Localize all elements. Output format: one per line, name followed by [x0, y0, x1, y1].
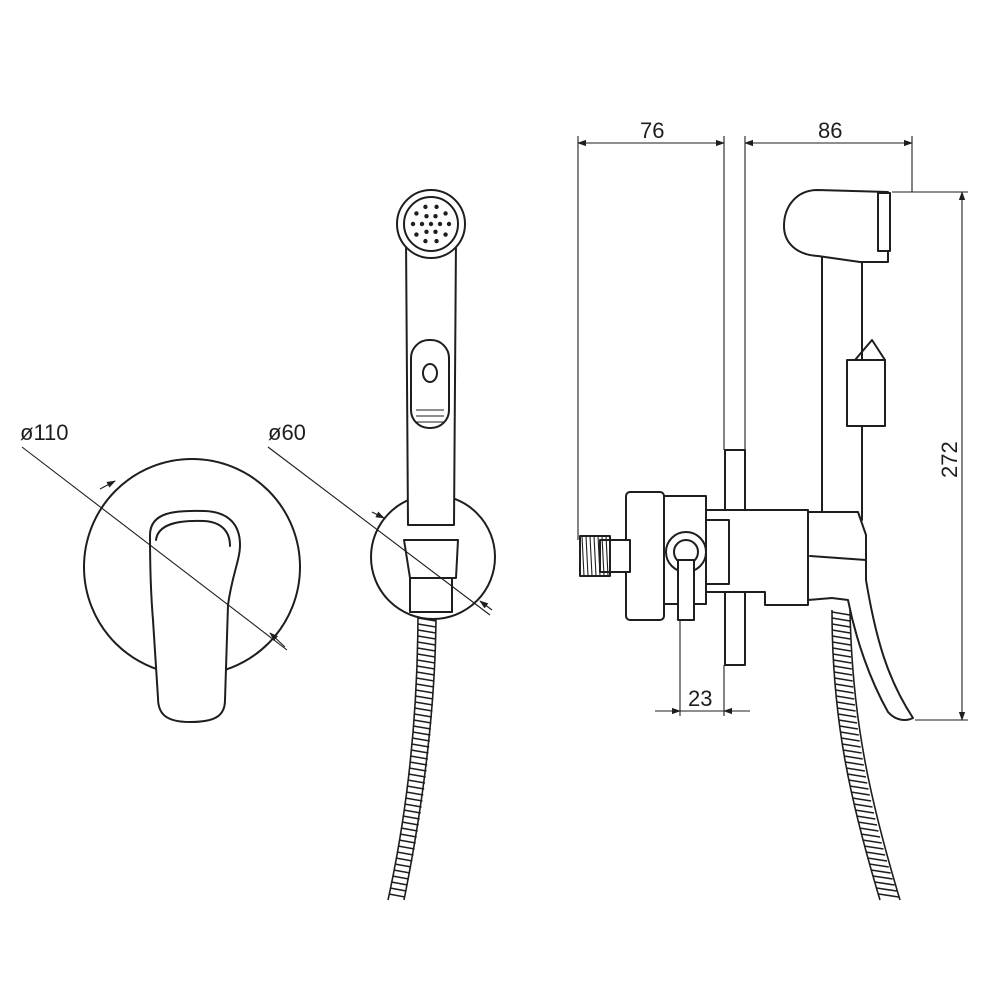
valve-stem	[677, 559, 695, 621]
dim-d60-line	[267, 446, 491, 616]
dim-d110-label: ø110	[20, 420, 69, 445]
dim-76-label: 76	[640, 118, 664, 143]
shower-head-rim	[403, 196, 459, 252]
dim-86-label: 86	[818, 118, 842, 143]
dim-d110-arrow-a	[99, 480, 116, 490]
dim-272-label: 272	[937, 441, 962, 478]
lever-handle	[149, 509, 241, 723]
lever-side-seam	[809, 555, 867, 561]
trigger-hole	[422, 363, 438, 383]
shower-nozzle-side	[877, 192, 891, 252]
trigger-button	[410, 339, 450, 429]
shower-nozzles	[410, 204, 452, 244]
dim-272: 272	[892, 191, 968, 721]
trigger-side-lever	[854, 339, 886, 361]
trigger-grip	[416, 409, 444, 423]
hose-front	[387, 609, 437, 901]
hand-shower-front-view: ø60	[267, 189, 496, 901]
lever-side	[807, 511, 914, 721]
inlet-pipe	[599, 539, 631, 573]
hose-connector	[409, 577, 453, 613]
holder-bracket	[403, 539, 459, 579]
dim-23: 23	[655, 620, 750, 716]
connector-disc	[625, 491, 665, 621]
dim-86: 86	[744, 118, 913, 450]
dim-d110-arrow-b	[269, 632, 286, 648]
shower-head-side	[783, 189, 889, 263]
hose-side	[831, 609, 901, 901]
mixer-front-view: ø110	[20, 420, 301, 723]
dim-d60-arrow-b	[479, 600, 493, 611]
inlet-thread	[579, 535, 611, 577]
dim-d60-arrow-a	[371, 511, 385, 519]
dim-76: 76	[577, 118, 725, 540]
dim-23-label: 23	[688, 686, 712, 711]
dim-d60-label: ø60	[268, 420, 306, 445]
trigger-side	[846, 359, 886, 427]
lever-handle-edge	[155, 519, 231, 547]
dim-d110-line	[21, 446, 288, 651]
side-view: 76 86 272 23	[577, 118, 968, 901]
body-flange	[704, 519, 730, 585]
